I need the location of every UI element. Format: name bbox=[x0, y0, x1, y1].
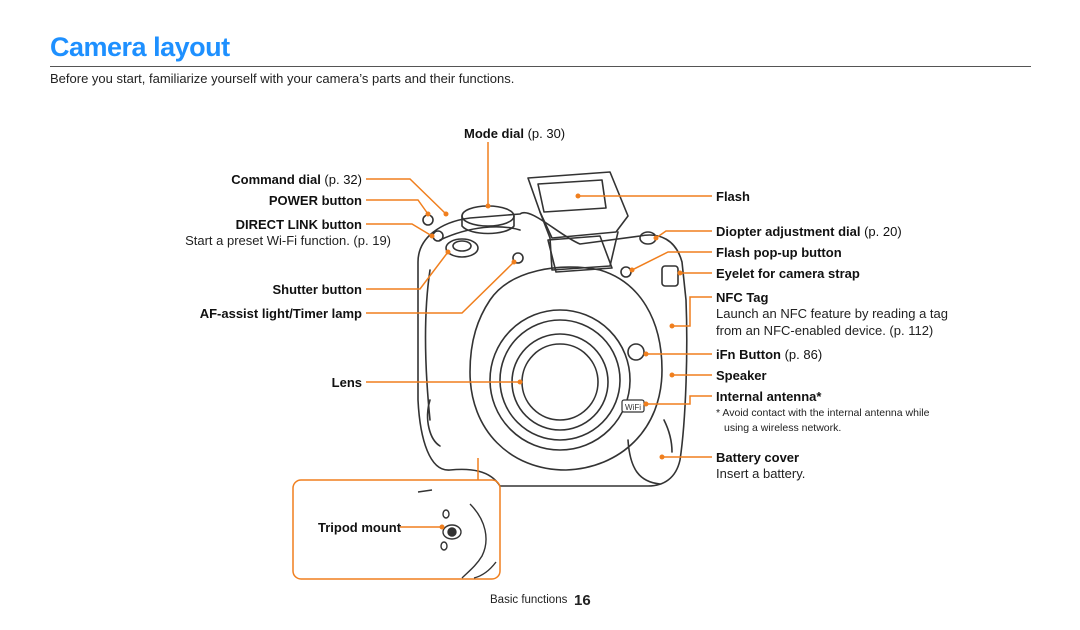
label-eyelet: Eyelet for camera strap bbox=[716, 266, 860, 281]
label-speaker: Speaker bbox=[716, 368, 767, 383]
callout-dots bbox=[425, 193, 683, 530]
label-diopter-dial: Diopter adjustment dial (p. 20) bbox=[716, 224, 902, 239]
label-flash-popup-button: Flash pop-up button bbox=[716, 245, 842, 260]
svg-text:WiFi: WiFi bbox=[625, 403, 641, 412]
antenna-note-line2: using a wireless network. bbox=[724, 422, 842, 434]
label-internal-antenna: Internal antenna* bbox=[716, 389, 822, 404]
footer-section: Basic functions bbox=[490, 594, 568, 606]
label-battery-cover: Battery cover bbox=[716, 450, 800, 465]
label-shutter-button: Shutter button bbox=[272, 282, 362, 297]
nfc-desc-line2: from an NFC-enabled device. (p. 112) bbox=[716, 323, 934, 338]
direct-link-desc: Start a preset Wi-Fi function. (p. 19) bbox=[185, 233, 391, 248]
page-title: Camera layout bbox=[50, 32, 230, 62]
tripod-inset-frame bbox=[292, 479, 501, 580]
label-lens: Lens bbox=[331, 375, 362, 390]
label-af-assist: AF-assist light/Timer lamp bbox=[199, 306, 362, 321]
label-power-button: POWER button bbox=[268, 193, 362, 208]
battery-desc: Insert a battery. bbox=[716, 466, 806, 481]
label-ifn-button: iFn Button (p. 86) bbox=[716, 347, 823, 362]
label-mode-dial: Mode dial (p. 30) bbox=[464, 126, 566, 141]
label-tripod-mount: Tripod mount bbox=[318, 520, 402, 535]
title-rule bbox=[50, 66, 1031, 67]
callout-lines bbox=[366, 142, 712, 528]
page-number: 16 bbox=[574, 592, 591, 609]
camera-body-drawing bbox=[417, 171, 688, 487]
label-command-dial: Command dial (p. 32) bbox=[231, 172, 362, 187]
nfc-desc-line1: Launch an NFC feature by reading a tag bbox=[716, 306, 948, 321]
wifi-badge-icon: WiFi bbox=[621, 399, 645, 413]
antenna-note-line1: * Avoid contact with the internal antenn… bbox=[716, 407, 930, 419]
label-flash: Flash bbox=[716, 189, 750, 204]
label-nfc-tag: NFC Tag bbox=[716, 290, 769, 305]
label-direct-link-button: DIRECT LINK button bbox=[235, 217, 362, 232]
intro-text: Before you start, familiarize yourself w… bbox=[50, 71, 515, 86]
tripod-drawing bbox=[417, 489, 497, 579]
